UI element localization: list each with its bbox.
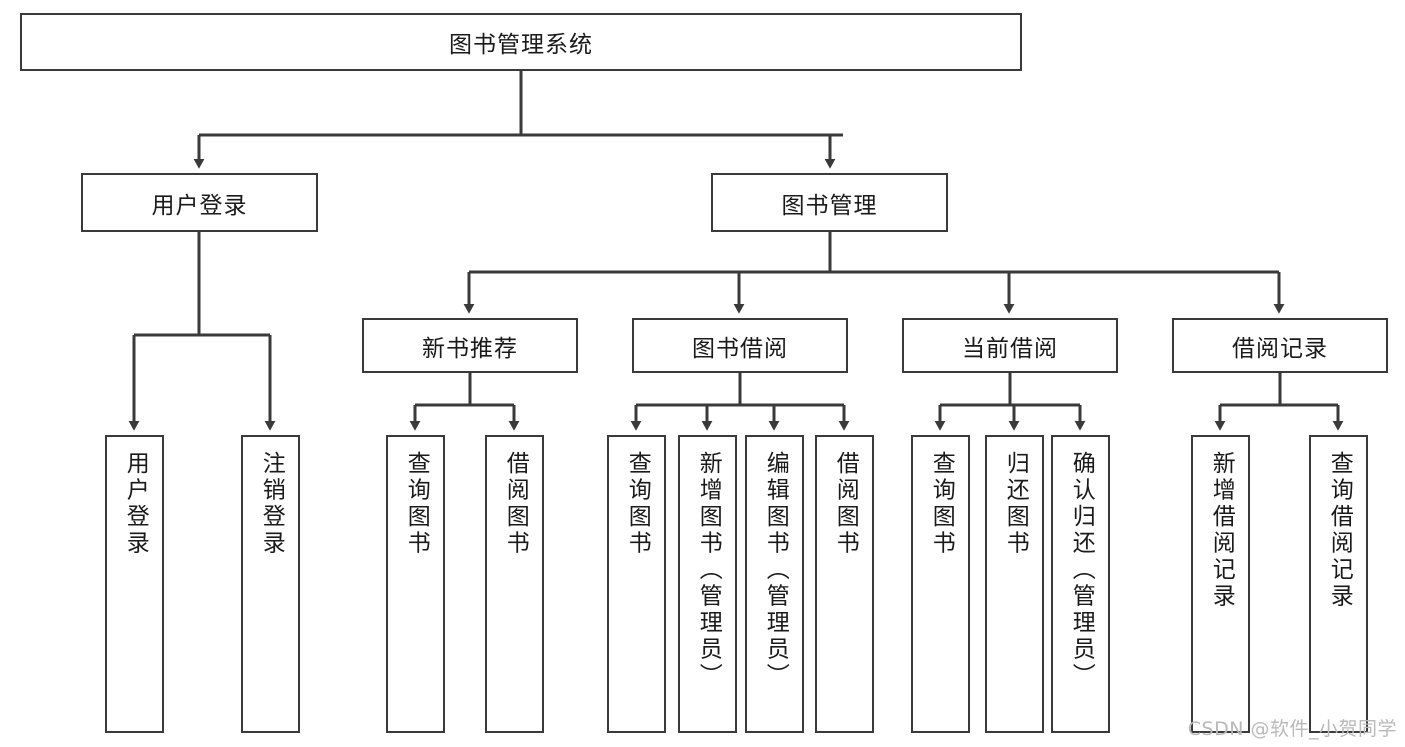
node-leaf-query-book-borrow[interactable]: 查询图书 xyxy=(607,435,666,733)
node-leaf-add-book-admin-label: 新增图书（管理员） xyxy=(695,451,722,690)
node-leaf-query-borrow-record-label: 查询借阅记录 xyxy=(1326,451,1353,610)
node-leaf-borrow-book-label: 借阅图书 xyxy=(832,451,859,557)
node-leaf-borrow-book[interactable]: 借阅图书 xyxy=(815,435,874,733)
node-root[interactable]: 图书管理系统 xyxy=(20,13,1022,71)
node-leaf-query-book-rec-label: 查询图书 xyxy=(403,451,430,557)
node-current-borrow[interactable]: 当前借阅 xyxy=(902,318,1118,373)
node-leaf-query-book-rec[interactable]: 查询图书 xyxy=(386,435,445,733)
node-borrow-record-label: 借阅记录 xyxy=(1232,335,1328,362)
node-leaf-confirm-return-admin-label: 确认归还（管理员） xyxy=(1068,451,1095,690)
node-current-borrow-label: 当前借阅 xyxy=(962,335,1058,362)
node-book-borrow[interactable]: 图书借阅 xyxy=(632,318,848,373)
node-leaf-add-borrow-record[interactable]: 新增借阅记录 xyxy=(1191,435,1250,733)
node-leaf-query-book-borrow-label: 查询图书 xyxy=(624,451,651,557)
node-new-book-rec[interactable]: 新书推荐 xyxy=(362,318,578,373)
node-leaf-query-book-current-label: 查询图书 xyxy=(928,451,955,557)
node-leaf-user-login[interactable]: 用户登录 xyxy=(105,435,164,733)
node-leaf-return-book-label: 归还图书 xyxy=(1002,451,1029,557)
node-leaf-return-book[interactable]: 归还图书 xyxy=(985,435,1044,733)
node-leaf-add-book-admin[interactable]: 新增图书（管理员） xyxy=(678,435,737,733)
node-leaf-borrow-book-rec[interactable]: 借阅图书 xyxy=(485,435,544,733)
node-user-login[interactable]: 用户登录 xyxy=(81,173,318,232)
node-book-manage-label: 图书管理 xyxy=(781,192,878,219)
node-book-borrow-label: 图书借阅 xyxy=(692,335,788,362)
node-root-label: 图书管理系统 xyxy=(449,32,593,58)
watermark-text: CSDN @软件_小贺同学 xyxy=(1187,718,1397,740)
node-leaf-user-logout[interactable]: 注销登录 xyxy=(241,435,300,733)
node-borrow-record[interactable]: 借阅记录 xyxy=(1172,318,1388,373)
node-leaf-add-borrow-record-label: 新增借阅记录 xyxy=(1208,451,1235,610)
node-leaf-confirm-return-admin[interactable]: 确认归还（管理员） xyxy=(1051,435,1110,733)
node-leaf-query-book-current[interactable]: 查询图书 xyxy=(911,435,970,733)
node-leaf-edit-book-admin[interactable]: 编辑图书（管理员） xyxy=(745,435,804,733)
node-leaf-borrow-book-rec-label: 借阅图书 xyxy=(502,451,529,557)
node-user-login-label: 用户登录 xyxy=(151,192,248,219)
node-leaf-user-logout-label: 注销登录 xyxy=(258,451,285,557)
node-leaf-edit-book-admin-label: 编辑图书（管理员） xyxy=(762,451,789,690)
node-leaf-query-borrow-record[interactable]: 查询借阅记录 xyxy=(1309,435,1368,733)
node-book-manage[interactable]: 图书管理 xyxy=(711,173,948,232)
node-leaf-user-login-label: 用户登录 xyxy=(122,451,149,557)
node-new-book-rec-label: 新书推荐 xyxy=(422,335,518,362)
